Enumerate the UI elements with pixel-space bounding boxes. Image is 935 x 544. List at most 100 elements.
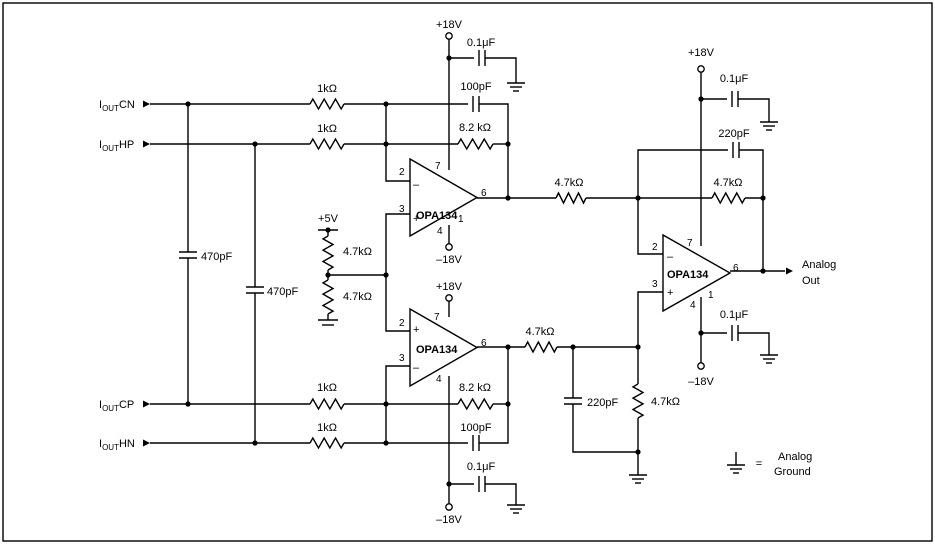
capacitor bbox=[472, 96, 480, 112]
u2-minus-sign: – bbox=[413, 362, 420, 374]
capacitor bbox=[179, 251, 197, 259]
capacitor bbox=[731, 91, 739, 107]
junction-dot bbox=[505, 195, 511, 201]
u1-pos-rail-label: +18V bbox=[436, 19, 463, 31]
arrow-icon bbox=[143, 140, 150, 148]
wire bbox=[385, 213, 410, 332]
u3-pin1: 1 bbox=[708, 290, 714, 301]
resistor bbox=[309, 137, 345, 151]
junction-dot bbox=[185, 101, 191, 107]
ground-symbol bbox=[760, 354, 778, 364]
junction-dot bbox=[185, 401, 191, 407]
resistor bbox=[309, 397, 345, 411]
junction-dot bbox=[383, 401, 389, 407]
resistor bbox=[309, 97, 345, 111]
r-gnd-label: 4.7kΩ bbox=[651, 396, 680, 408]
wiring bbox=[150, 39, 785, 505]
legend-line1: Analog bbox=[778, 451, 812, 463]
opamp-u3 bbox=[662, 233, 732, 313]
r-diff-fb-label: 4.7kΩ bbox=[713, 177, 742, 189]
resistor bbox=[555, 191, 587, 205]
r-in-hp-label: 1kΩ bbox=[317, 123, 337, 135]
capacitor bbox=[478, 50, 486, 66]
supply-terminal bbox=[697, 65, 705, 73]
junction-dot bbox=[505, 344, 511, 350]
supply-terminal bbox=[445, 503, 453, 511]
r-fb-u1-label: 8.2 kΩ bbox=[459, 122, 491, 134]
c-diff-fb-label: 220pF bbox=[718, 128, 749, 140]
resistor bbox=[457, 397, 494, 411]
wire bbox=[637, 149, 728, 198]
opamp-u1-label: OPA134 bbox=[416, 210, 458, 222]
wire bbox=[385, 365, 410, 443]
legend-line2: Ground bbox=[774, 466, 811, 478]
junction-dot bbox=[698, 96, 704, 102]
ground-symbol bbox=[727, 464, 745, 474]
capacitor bbox=[478, 476, 486, 492]
ground-symbol bbox=[507, 504, 525, 514]
u3-pin4: 4 bbox=[690, 300, 696, 311]
u1-pin2: 2 bbox=[399, 167, 405, 178]
capacitor bbox=[472, 435, 480, 451]
capacitor bbox=[731, 325, 739, 341]
resistor bbox=[309, 436, 345, 450]
ground-symbol bbox=[629, 474, 647, 484]
arrow-icon bbox=[143, 100, 150, 108]
c-bypass-u1-label: 0.1μF bbox=[467, 37, 496, 49]
u3-neg-rail-label: –18V bbox=[688, 376, 714, 388]
resistor bbox=[321, 235, 335, 271]
junction-dot bbox=[760, 195, 766, 201]
arrow-icon bbox=[786, 267, 793, 275]
wire bbox=[485, 57, 517, 83]
r-bias-bottom-label: 4.7kΩ bbox=[343, 291, 372, 303]
resistor bbox=[711, 191, 746, 205]
junction-dot bbox=[446, 481, 452, 487]
labels: OPA134–+236741OPA134+–23674OPA134–+23674… bbox=[99, 19, 836, 526]
legend-equals: = bbox=[756, 458, 762, 470]
components bbox=[143, 32, 793, 514]
u3-plus-sign: + bbox=[667, 287, 673, 299]
u2-pin4: 4 bbox=[436, 374, 442, 385]
wire bbox=[479, 347, 509, 444]
arrow-icon bbox=[143, 439, 150, 447]
bias-rail-label: +5V bbox=[318, 213, 339, 225]
resistor bbox=[321, 279, 335, 315]
resistor bbox=[631, 383, 645, 419]
u1-pin1: 1 bbox=[458, 214, 464, 225]
u1-minus-sign: – bbox=[413, 179, 420, 191]
u2-pin3: 3 bbox=[399, 353, 405, 364]
u2-pin7: 7 bbox=[434, 312, 440, 323]
u1-pin6: 6 bbox=[481, 188, 487, 199]
junction-dot bbox=[383, 141, 389, 147]
output-label-line1: Analog bbox=[802, 259, 836, 271]
r-bias-top-label: 4.7kΩ bbox=[343, 246, 372, 258]
r-diff-u2-label: 4.7kΩ bbox=[525, 326, 554, 338]
ground-symbol bbox=[507, 82, 525, 92]
ground-symbol bbox=[760, 121, 778, 131]
junction-dot bbox=[252, 440, 258, 446]
resistor bbox=[524, 340, 558, 354]
u2-plus-sign: + bbox=[413, 324, 419, 336]
c-shunt1-label: 470pF bbox=[201, 251, 232, 263]
c-bypass-u2-label: 0.1μF bbox=[467, 461, 496, 473]
wire bbox=[739, 149, 764, 271]
junction-dot bbox=[635, 449, 641, 455]
junction-dot bbox=[635, 195, 641, 201]
c-fb-u1-label: 100pF bbox=[460, 81, 491, 93]
junction-dot bbox=[446, 55, 452, 61]
input-label-cp: IOUTCP bbox=[99, 399, 134, 413]
supply-terminal bbox=[445, 243, 453, 251]
u3-minus-sign: – bbox=[667, 251, 674, 263]
u1-plus-sign: + bbox=[413, 213, 419, 225]
u1-pin7: 7 bbox=[435, 161, 441, 172]
capacitor bbox=[564, 397, 582, 405]
output-label-line2: Out bbox=[802, 275, 820, 287]
input-label-cn: IOUTCN bbox=[99, 99, 135, 113]
opamp-u3-label: OPA134 bbox=[667, 269, 709, 281]
u1-pin3: 3 bbox=[399, 204, 405, 215]
junction-dot bbox=[383, 440, 389, 446]
arrow-icon bbox=[143, 400, 150, 408]
supply-terminal bbox=[697, 362, 705, 370]
opamp-u2 bbox=[409, 307, 479, 388]
u2-pin2: 2 bbox=[399, 318, 405, 329]
